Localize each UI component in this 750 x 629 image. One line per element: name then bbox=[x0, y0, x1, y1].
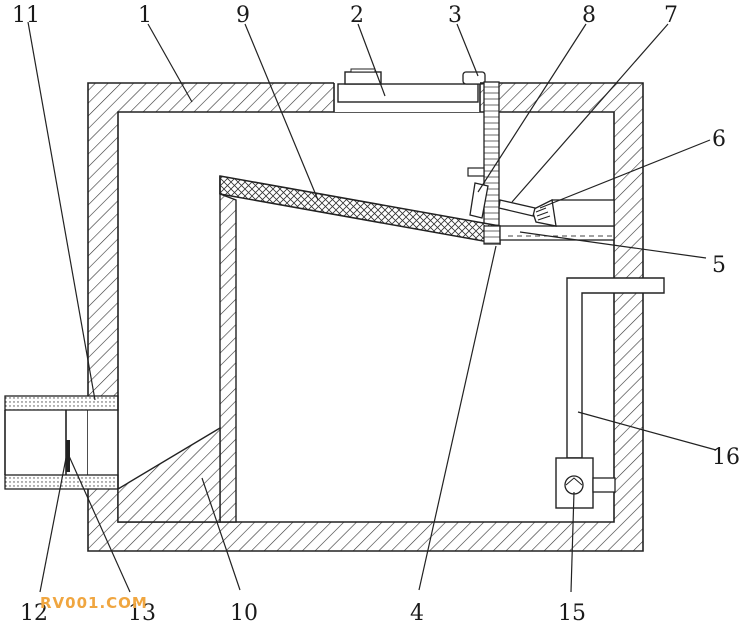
vibration-motor bbox=[531, 199, 615, 227]
guide-rail bbox=[499, 225, 615, 241]
label-9: 9 bbox=[236, 3, 250, 28]
label-15: 15 bbox=[558, 601, 586, 626]
label-13: 13 bbox=[128, 601, 156, 626]
inlet-wall-gap bbox=[88, 396, 119, 488]
label-6: 6 bbox=[712, 127, 726, 152]
label-7: 7 bbox=[664, 3, 678, 28]
inclined-screen bbox=[219, 175, 501, 245]
support-bracket bbox=[483, 225, 501, 245]
pump bbox=[555, 457, 616, 509]
leader-lines bbox=[27, 21, 717, 593]
label-16: 16 bbox=[712, 445, 740, 470]
watermark-text: RV001.COM bbox=[40, 594, 148, 612]
label-4: 4 bbox=[410, 601, 424, 626]
limit-block bbox=[467, 167, 489, 219]
label-10: 10 bbox=[230, 601, 258, 626]
label-8: 8 bbox=[582, 3, 596, 28]
part-labels: 11 1 9 2 3 8 7 6 5 16 12 13 10 4 15 bbox=[12, 3, 740, 626]
label-3: 3 bbox=[448, 3, 462, 28]
label-5: 5 bbox=[712, 253, 726, 278]
label-1: 1 bbox=[138, 3, 152, 28]
label-11: 11 bbox=[12, 3, 40, 28]
top-lid bbox=[337, 68, 479, 103]
baffle-and-slope bbox=[117, 176, 237, 523]
label-2: 2 bbox=[350, 3, 364, 28]
push-rod bbox=[498, 199, 536, 217]
label-12: 12 bbox=[20, 601, 48, 626]
